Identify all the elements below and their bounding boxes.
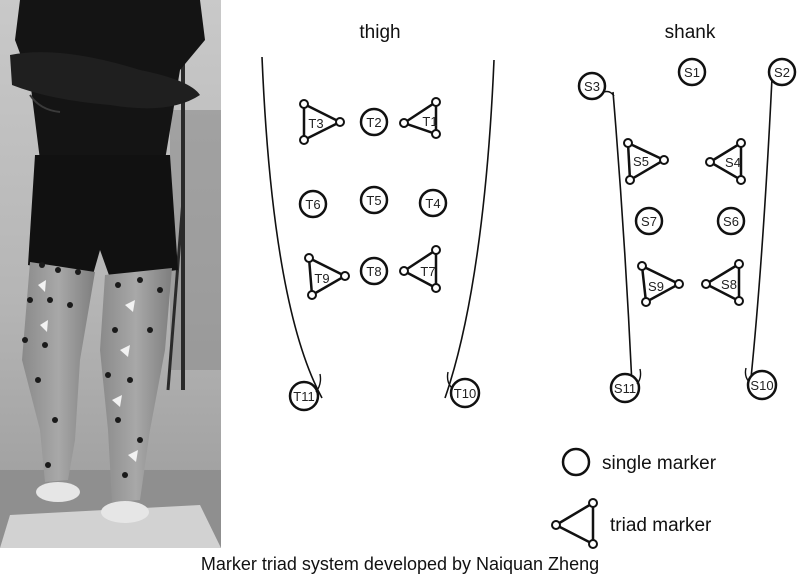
marker-label: S9 <box>648 279 664 294</box>
marker-label: S5 <box>633 154 649 169</box>
legend-single-label: single marker <box>602 453 717 474</box>
marker-label: T7 <box>420 264 435 279</box>
marker-T10: T10 <box>449 377 481 409</box>
legend-triad: triad marker <box>551 498 712 549</box>
marker-label: T4 <box>425 196 440 211</box>
shank-outline-left <box>612 91 633 386</box>
marker-S8: S8 <box>701 259 744 306</box>
marker-label: S7 <box>641 214 657 229</box>
marker-label: S1 <box>684 65 700 80</box>
marker-label: T6 <box>305 197 320 212</box>
marker-label: T1 <box>422 114 437 129</box>
marker-S4: S4 <box>705 138 746 185</box>
shank-tick-right <box>744 367 750 383</box>
marker-label: S3 <box>584 79 600 94</box>
thigh-outline-right <box>444 59 495 399</box>
marker-label: T3 <box>308 116 323 131</box>
subject-photo <box>0 0 221 548</box>
single-marker-icon <box>561 447 591 477</box>
marker-label: S8 <box>721 277 737 292</box>
thigh-tick-left <box>315 373 322 393</box>
marker-S10: S10 <box>746 369 778 401</box>
marker-T5: T5 <box>359 185 389 215</box>
marker-label: S2 <box>774 65 790 80</box>
marker-S7: S7 <box>634 206 664 236</box>
triad-marker-icon <box>551 498 598 549</box>
marker-S3: S3 <box>577 71 607 101</box>
marker-T9: T9 <box>304 253 350 300</box>
marker-label: S10 <box>750 378 773 393</box>
marker-S2: S2 <box>767 57 797 87</box>
shank-tick-top <box>603 90 615 97</box>
marker-T11: T11 <box>288 380 320 412</box>
thigh-outline-left <box>261 56 323 399</box>
marker-T6: T6 <box>298 189 328 219</box>
legend: single marker triad marker <box>551 447 717 549</box>
marker-S9: S9 <box>637 261 684 307</box>
marker-T1: T1 <box>399 97 441 139</box>
shank-title: shank <box>665 22 716 43</box>
shank-tick-left <box>636 368 642 385</box>
marker-label: T5 <box>366 193 381 208</box>
marker-label: T9 <box>314 271 329 286</box>
marker-label: S4 <box>725 155 741 170</box>
marker-label: S11 <box>614 381 636 396</box>
marker-label: T2 <box>366 115 381 130</box>
marker-S5: S5 <box>623 138 669 185</box>
marker-label: T11 <box>293 389 314 404</box>
marker-S6: S6 <box>716 206 746 236</box>
marker-T2: T2 <box>359 107 389 137</box>
marker-label: S6 <box>723 214 739 229</box>
legend-single: single marker <box>561 447 717 477</box>
marker-T3: T3 <box>299 99 345 145</box>
thigh-title: thigh <box>359 22 400 43</box>
marker-S11: S11 <box>609 372 641 404</box>
shank-outline-right <box>749 77 773 389</box>
marker-label: T10 <box>454 386 476 401</box>
marker-S1: S1 <box>677 57 707 87</box>
marker-T8: T8 <box>359 256 389 286</box>
thigh-tick-right <box>446 371 453 389</box>
marker-T4: T4 <box>418 188 448 218</box>
marker-label: T8 <box>366 264 381 279</box>
figure-caption: Marker triad system developed by Naiquan… <box>200 554 600 574</box>
marker-T7: T7 <box>399 245 441 293</box>
legend-triad-label: triad marker <box>610 515 712 536</box>
